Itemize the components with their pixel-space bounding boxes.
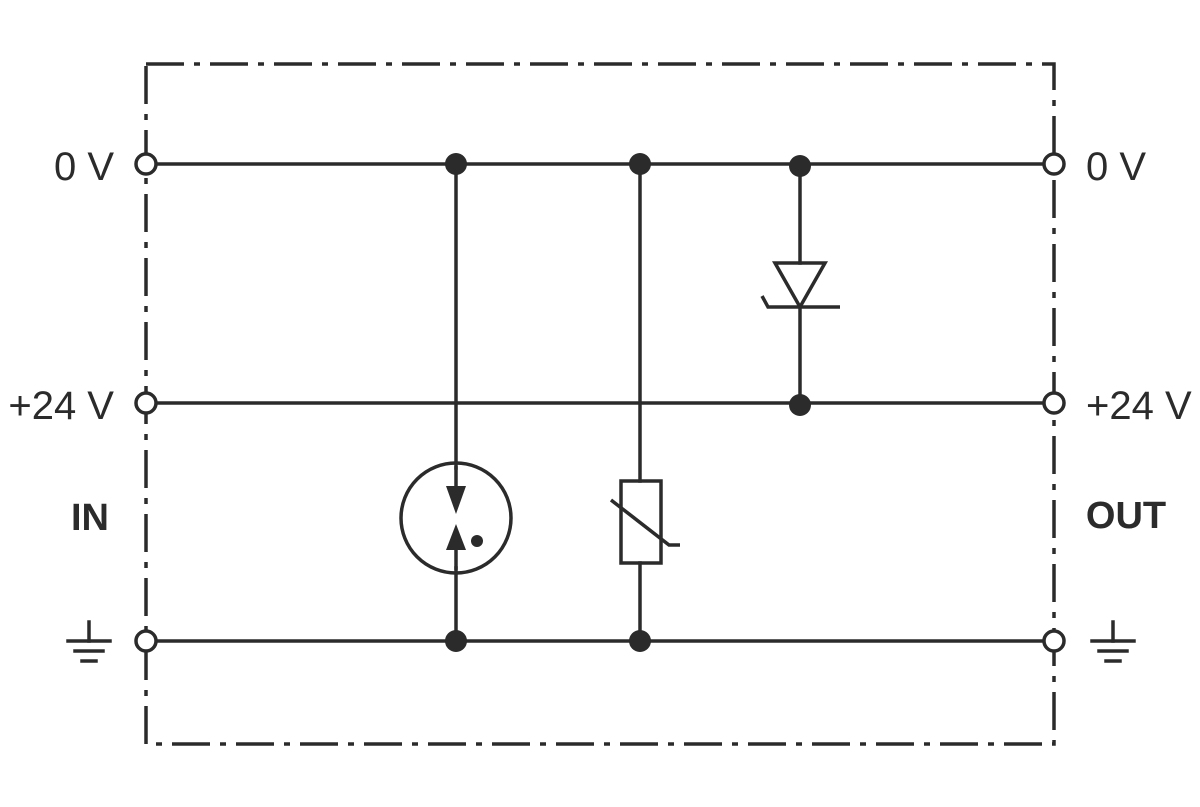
label-in-24v: +24 V [8,384,114,428]
terminal-out-24v [1042,391,1066,415]
terminal-in-24v [134,391,158,415]
label-in-0v: 0 V [54,145,114,189]
terminal-in-0v [134,152,158,176]
gas-discharge-tube [399,162,513,643]
varistor [609,162,680,643]
junction-node [629,153,651,175]
label-out-side: OUT [1086,495,1166,537]
junction-node [445,153,467,175]
junction-node [445,630,467,652]
junction-node [789,155,811,177]
label-out-24v: +24 V [1086,384,1192,428]
label-in-side: IN [71,497,109,539]
junction-node [789,394,811,416]
terminal-out-0v [1042,152,1066,176]
terminal-out-ground [1042,629,1066,653]
label-out-0v: 0 V [1086,145,1146,189]
suppressor-diode [760,162,840,405]
junction-node [629,630,651,652]
ground-icon-out [1090,620,1136,663]
terminal-in-ground [134,629,158,653]
ground-icon-in [66,620,112,663]
